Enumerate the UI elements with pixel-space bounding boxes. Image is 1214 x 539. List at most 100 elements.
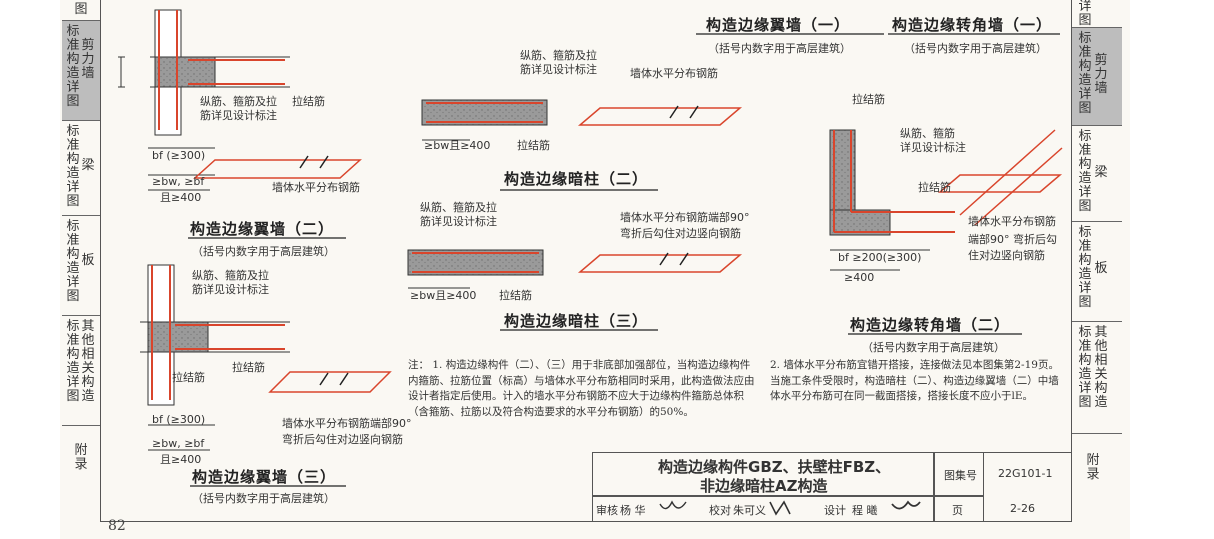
sidebar-item-top-left: 图 xyxy=(62,0,100,21)
subtitle-flange-wall-3: （括号内数字用于高层建筑） xyxy=(192,492,335,505)
label-dim-400: 且≥400 xyxy=(160,453,202,466)
check-label: 校对 xyxy=(709,504,731,517)
sidebar-label: 标准构造详图 xyxy=(1078,129,1092,214)
detail-flange-wall-3 xyxy=(140,264,290,451)
sidebar-item-other: 标准构造详图 其他相关构造 xyxy=(62,316,100,426)
label-wall-horizontal-rebar: 墙体水平分布钢筋 xyxy=(272,181,360,194)
title-flange-wall-3: 构造边缘翼墙（三） xyxy=(192,468,337,486)
title-corner-wall-2: 构造边缘转角墙（二） xyxy=(850,316,1011,334)
drawing-frame xyxy=(100,0,1072,522)
label-hook-note: 端部90° 弯折后勾 xyxy=(968,233,1057,246)
label-dim-bf-200: bf ≥200(≥300) xyxy=(838,251,922,264)
sidebar-label: 标准构造详图 xyxy=(66,319,80,404)
label-tie-bar: 拉结筋 xyxy=(499,289,532,302)
label-tie-bar: 拉结筋 xyxy=(232,361,265,374)
review-label: 审核 xyxy=(596,504,618,517)
sidebar-label: 标准构造详图 xyxy=(1078,31,1092,116)
sidebar-label: 标准构造详图 xyxy=(66,124,80,209)
subtitle-flange-wall-1: （括号内数字用于高层建筑） xyxy=(708,42,851,55)
label-tie-bar: 拉结筋 xyxy=(852,93,885,106)
signature-scribbles xyxy=(659,500,921,516)
design-label: 设计 xyxy=(824,504,846,517)
atlas-number: 22G101-1 xyxy=(998,467,1053,480)
subtitle-flange-wall-2: （括号内数字用于高层建筑） xyxy=(192,245,335,258)
right-margin xyxy=(1130,0,1214,539)
drawing-title-line1: 构造边缘构件GBZ、扶壁柱FBZ、 xyxy=(658,458,891,476)
label-tie-bar: 拉结筋 xyxy=(918,181,951,194)
label-dim-bw-bf: ≥bw, ≥bf xyxy=(152,437,205,450)
sidebar-item-slab: 标准构造详图 板 xyxy=(62,216,100,316)
check-name: 朱可义 xyxy=(733,504,766,517)
design-name: 程 曦 xyxy=(852,504,878,517)
label-hook-note: 墙体水平分布钢筋端部90° xyxy=(620,211,750,224)
sidebar-label: 标准构造详图 xyxy=(66,219,80,304)
label-hook-note: 墙体水平分布钢筋端部90° xyxy=(282,417,412,430)
detail-hidden-column-2 xyxy=(421,99,548,141)
sidebar-label: 梁 xyxy=(81,158,95,173)
label-rebar-detail: 筋详见设计标注 xyxy=(192,283,269,296)
note-1-text: 1. 构造边缘构件（二）、（三）用于非底部加强部位，当构造边缘构件内箍筋、拉筋位… xyxy=(408,359,755,418)
note-1: 注： 1. 构造边缘构件（二）、（三）用于非底部加强部位，当构造边缘构件内箍筋、… xyxy=(408,358,758,420)
sidebar-label: 剪力墙 xyxy=(81,38,95,81)
subtitle-corner-wall-1: （括号内数字用于高层建筑） xyxy=(904,42,1047,55)
sidebar-label: 附录 xyxy=(1086,453,1100,482)
title-flange-wall-1: 构造边缘翼墙（一） xyxy=(706,16,851,34)
label-rebar-detail: 筋详见设计标注 xyxy=(420,215,497,228)
left-margin xyxy=(0,0,60,539)
reviewer-signature xyxy=(659,500,687,510)
detail-corner-wall-2 xyxy=(829,129,955,271)
sidebar-right-slab: 标准构造详图 板 xyxy=(1072,222,1122,322)
title-hidden-column-2: 构造边缘暗柱（二） xyxy=(504,170,649,188)
label-rebar-detail: 筋详见设计标注 xyxy=(520,63,597,76)
page-label: 页 xyxy=(952,504,963,517)
title-flange-wall-2: 构造边缘翼墙（二） xyxy=(190,220,335,238)
sidebar-label: 其他相关构造 xyxy=(81,319,95,404)
sidebar-right-appendix: 附录 xyxy=(1072,434,1122,522)
label-dim-bw-400: ≥bw且≥400 xyxy=(424,139,491,152)
label-dim-400: 且≥400 xyxy=(160,191,202,204)
sidebar-label: 标准构造详图 xyxy=(66,24,80,109)
designer-signature xyxy=(891,500,921,510)
checker-signature xyxy=(769,500,791,516)
sidebar-label: 附录 xyxy=(74,443,88,472)
book-page-number: 82 xyxy=(108,518,126,534)
page-label-cell xyxy=(934,496,984,522)
label-rebar-detail: 纵筋、箍筋及拉 xyxy=(420,201,497,214)
sidebar-label: 标准构造详图 xyxy=(1078,325,1092,410)
signature-row xyxy=(592,496,934,522)
label-dim-bw-bf: ≥bw, ≥bf xyxy=(152,175,205,188)
sidebar-right-beam: 标准构造详图 梁 xyxy=(1072,126,1122,222)
label-dim-bw-400: ≥bw且≥400 xyxy=(410,289,477,302)
label-dim-400: ≥400 xyxy=(844,271,875,284)
atlas-label-cell xyxy=(934,452,984,496)
label-rebar-detail: 详见设计标注 xyxy=(900,141,966,154)
subtitle-corner-wall-2: （括号内数字用于高层建筑） xyxy=(862,341,1005,354)
label-hook-note: 弯折后勾住对边竖向钢筋 xyxy=(282,433,403,446)
sidebar-item-shear-wall: 标准构造详图 剪力墙 xyxy=(62,21,100,121)
sidebar-label: 详图 xyxy=(1078,0,1092,28)
label-tie-bar: 拉结筋 xyxy=(517,139,550,152)
review-name: 杨 华 xyxy=(620,504,646,517)
sidebar-item-beam: 标准构造详图 梁 xyxy=(62,121,100,216)
detail-flange-wall-2 xyxy=(118,9,290,191)
label-dim-bf: bf (≥300) xyxy=(152,149,206,162)
sidebar-label: 标准构造详图 xyxy=(1078,225,1092,310)
label-wall-horizontal-rebar: 墙体水平分布钢筋 xyxy=(630,67,718,80)
label-rebar-detail: 纵筋、箍筋 xyxy=(900,127,955,140)
label-rebar-detail: 纵筋、箍筋及拉 xyxy=(200,95,277,108)
sidebar-label: 图 xyxy=(74,2,88,17)
sidebar-item-appendix: 附录 xyxy=(62,426,100,522)
sidebar-right-shear-wall: 标准构造详图 剪力墙 xyxy=(1072,28,1122,126)
label-hook-note: 弯折后勾住对边竖向钢筋 xyxy=(620,227,741,240)
sidebar-label: 梁 xyxy=(1094,165,1108,180)
detail-hidden-column-3 xyxy=(407,249,544,289)
title-block-main xyxy=(592,452,934,496)
drawing-title-line2: 非边缘暗柱AZ构造 xyxy=(700,477,828,495)
sidebar-right-top: 详图 xyxy=(1072,0,1122,28)
page-number-code: 2-26 xyxy=(1010,502,1035,515)
sidebar-label: 板 xyxy=(1094,261,1108,276)
label-rebar-detail: 筋详见设计标注 xyxy=(200,109,277,122)
label-dim-bf: bf (≥300) xyxy=(152,413,206,426)
